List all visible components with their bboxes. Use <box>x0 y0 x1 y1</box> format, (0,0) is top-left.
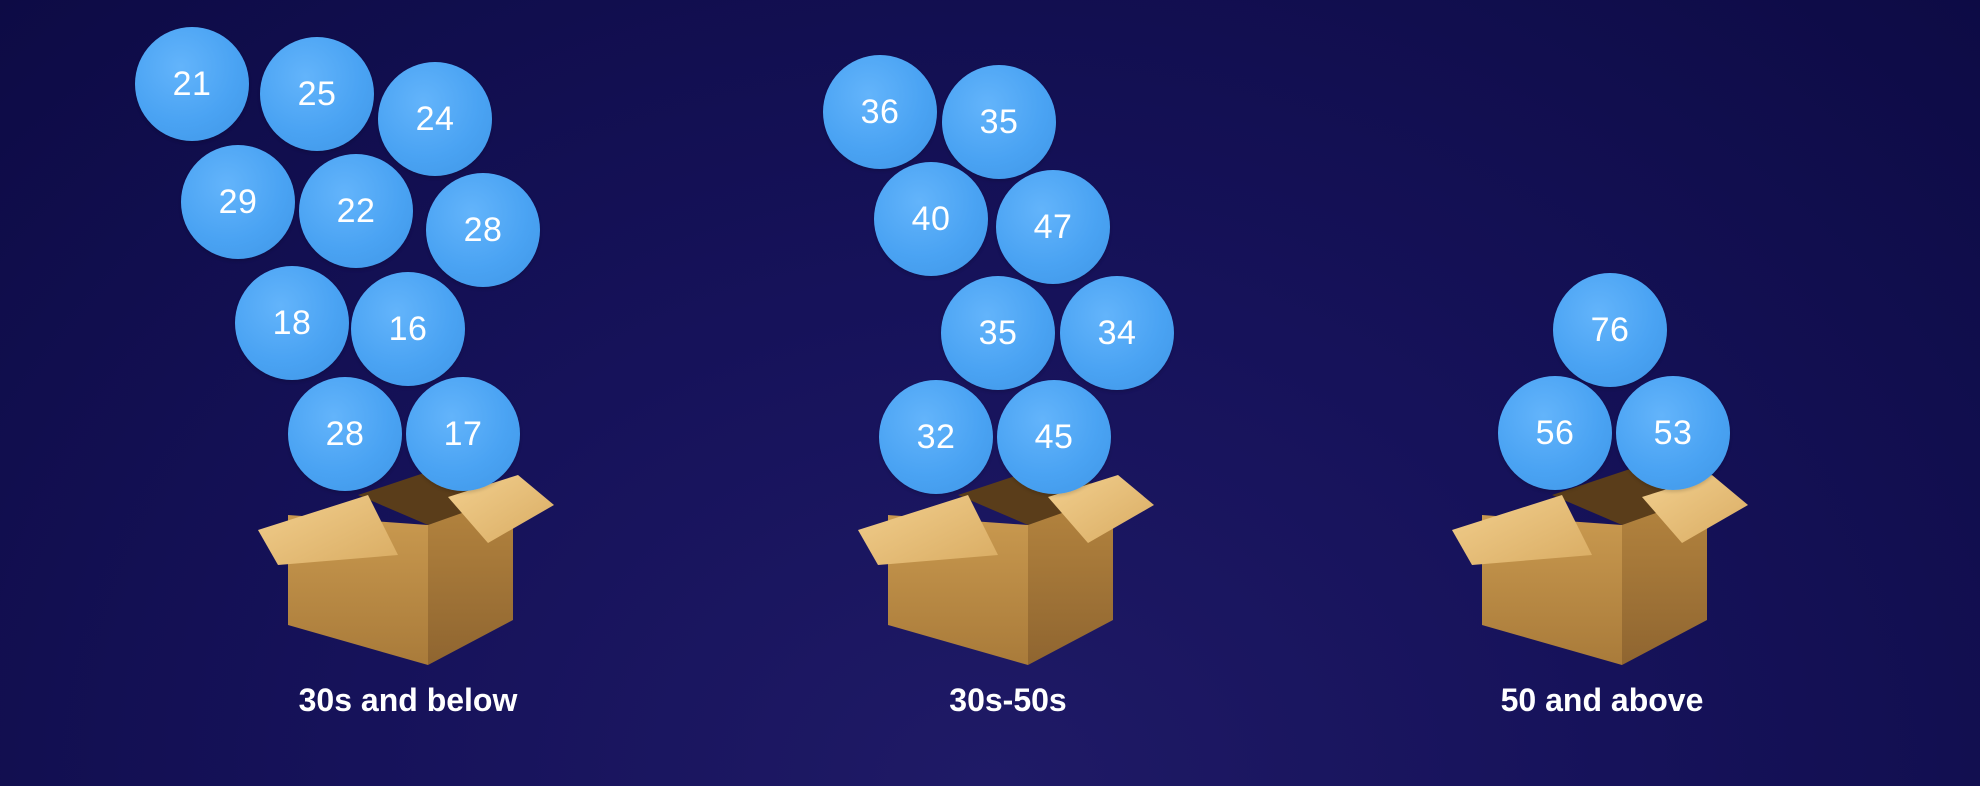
group-label: 30s and below <box>298 682 518 718</box>
age-ball: 35 <box>941 276 1055 390</box>
age-ball: 47 <box>996 170 1110 284</box>
age-ball: 35 <box>942 65 1056 179</box>
age-ball: 21 <box>135 27 249 141</box>
open-box-icon <box>258 455 558 665</box>
age-ball: 17 <box>406 377 520 491</box>
age-ball: 28 <box>426 173 540 287</box>
age-ball: 16 <box>351 272 465 386</box>
age-ball: 56 <box>1498 376 1612 490</box>
open-box-icon <box>858 455 1158 665</box>
age-ball: 32 <box>879 380 993 494</box>
age-ball: 53 <box>1616 376 1730 490</box>
age-ball: 34 <box>1060 276 1174 390</box>
age-ball: 36 <box>823 55 937 169</box>
group-label: 30s-50s <box>949 682 1067 718</box>
age-ball: 18 <box>235 266 349 380</box>
age-ball: 40 <box>874 162 988 276</box>
age-ball: 28 <box>288 377 402 491</box>
age-ball: 45 <box>997 380 1111 494</box>
age-ball: 24 <box>378 62 492 176</box>
open-box-icon <box>1452 455 1752 665</box>
group-label: 50 and above <box>1500 682 1704 718</box>
age-ball: 25 <box>260 37 374 151</box>
age-ball: 76 <box>1553 273 1667 387</box>
age-ball: 29 <box>181 145 295 259</box>
age-ball: 22 <box>299 154 413 268</box>
